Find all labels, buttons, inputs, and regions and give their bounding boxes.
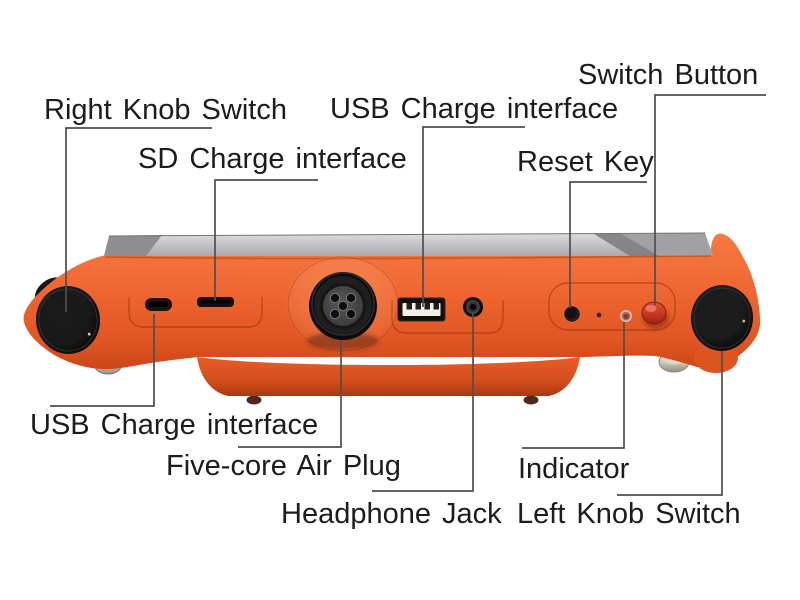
leader-usb-charge-top [422,126,525,307]
switch-button [641,301,669,329]
right-controls-recess [548,282,676,331]
leader-right-knob-switch [65,127,212,312]
switch-button-label: Switch Button [578,59,759,91]
rubber-foot-right [523,395,539,405]
leader-reset-key [569,181,647,308]
leader-lines [50,94,766,496]
leader-usb-charge-bottom [50,314,155,407]
leader-left-knob-switch [617,351,723,496]
five-core-air-plug-label: Five-core Air Plug [166,450,401,482]
micro-usb-port [145,298,172,311]
indicator-label: Indicator [518,453,630,485]
leader-sd-charge-interface [214,179,318,301]
right-knob-switch-label: Right Knob Switch [44,94,287,126]
indicator-led [620,310,632,322]
usb-charge-interface-top-label: USB Charge interface [330,93,619,125]
leader-switch-button [654,94,766,305]
right-end-bump [694,343,738,373]
bottom-stand [197,357,580,396]
sd-card-slot [197,297,234,307]
mic-hole [596,312,602,318]
left-ports-recess [128,297,263,328]
left-knob-switch-label: Left Knob Switch [517,498,741,530]
usb-charge-interface-bottom-label: USB Charge interface [30,409,319,441]
leader-indicator [522,322,625,449]
usb-a-port [397,297,446,322]
right-knob-switch-knob [35,286,101,354]
reset-key-label: Reset Key [517,146,654,178]
headphone-jack-label: Headphone Jack [281,498,502,530]
sd-charge-interface-label: SD Charge interface [138,143,407,175]
strip-crease [104,255,712,260]
reset-key [563,305,581,323]
leader-five-core-air-plug [238,340,342,448]
five-core-air-plug [286,255,400,353]
left-knob-switch-knob [690,285,754,351]
rubber-foot-left [246,395,262,405]
leader-headphone-jack [372,312,474,492]
top-strip [104,232,713,256]
